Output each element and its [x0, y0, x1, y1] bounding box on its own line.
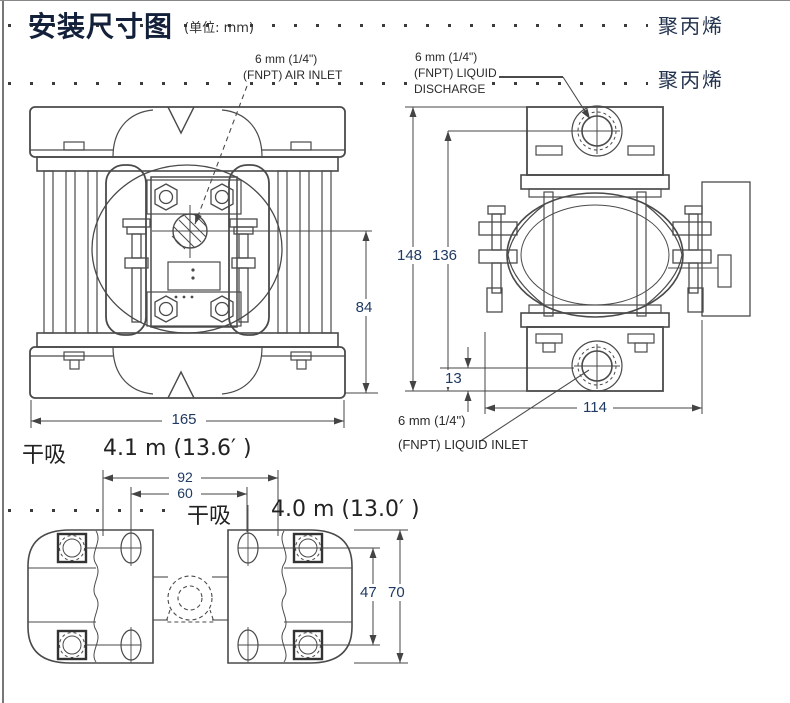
dim-front-width: 165	[162, 411, 206, 428]
inlet-size-label: 6 mm (1/4")	[398, 413, 466, 428]
dim-foot-span-outer: 92	[169, 469, 201, 485]
unit-note: (单位: mm)	[184, 21, 254, 36]
dim-foot-hole-span: 47	[359, 584, 378, 601]
dry-suction-value-a: 4.1 m (13.6′ )	[103, 436, 252, 461]
dotted-leader-row-2	[8, 82, 648, 85]
page-left-border	[2, 0, 4, 703]
bottom-view-drawing	[27, 505, 353, 664]
dim-side-width: 114	[577, 399, 613, 416]
material-label-top: 聚丙烯	[658, 14, 724, 38]
dim-side-port-height: 136	[431, 247, 459, 264]
dotted-leader-row-1	[8, 24, 648, 27]
dry-suction-label-b: 干吸	[187, 504, 232, 529]
discharge-size-label: 6 mm (1/4")	[413, 50, 480, 64]
air-inlet-label: (FNPT) AIR INLET	[241, 68, 345, 82]
dim-inlet-height: 13	[444, 370, 463, 387]
material-label-bottom: 聚丙烯	[658, 68, 724, 92]
discharge-label-line2: DISCHARGE	[412, 82, 488, 96]
page-title: 安装尺寸图	[28, 10, 174, 43]
discharge-label-line1: (FNPT) LIQUID	[412, 66, 499, 80]
side-view-drawing	[478, 105, 751, 392]
dim-front-height: 84	[350, 299, 378, 316]
dim-foot-span-inner: 60	[169, 485, 201, 501]
dry-suction-value-b: 4.0 m (13.0′ )	[271, 497, 420, 522]
inlet-label: (FNPT) LIQUID INLET	[398, 437, 529, 452]
page-top-border	[0, 0, 790, 1]
dry-suction-label-a: 干吸	[22, 443, 67, 468]
dim-foot-width: 70	[387, 584, 406, 601]
dim-side-overall-height: 148	[396, 247, 424, 264]
dotted-leader-row-3	[8, 509, 176, 512]
leader-lines	[194, 76, 591, 443]
front-view-drawing	[29, 106, 372, 399]
air-inlet-size-label: 6 mm (1/4")	[253, 52, 320, 66]
